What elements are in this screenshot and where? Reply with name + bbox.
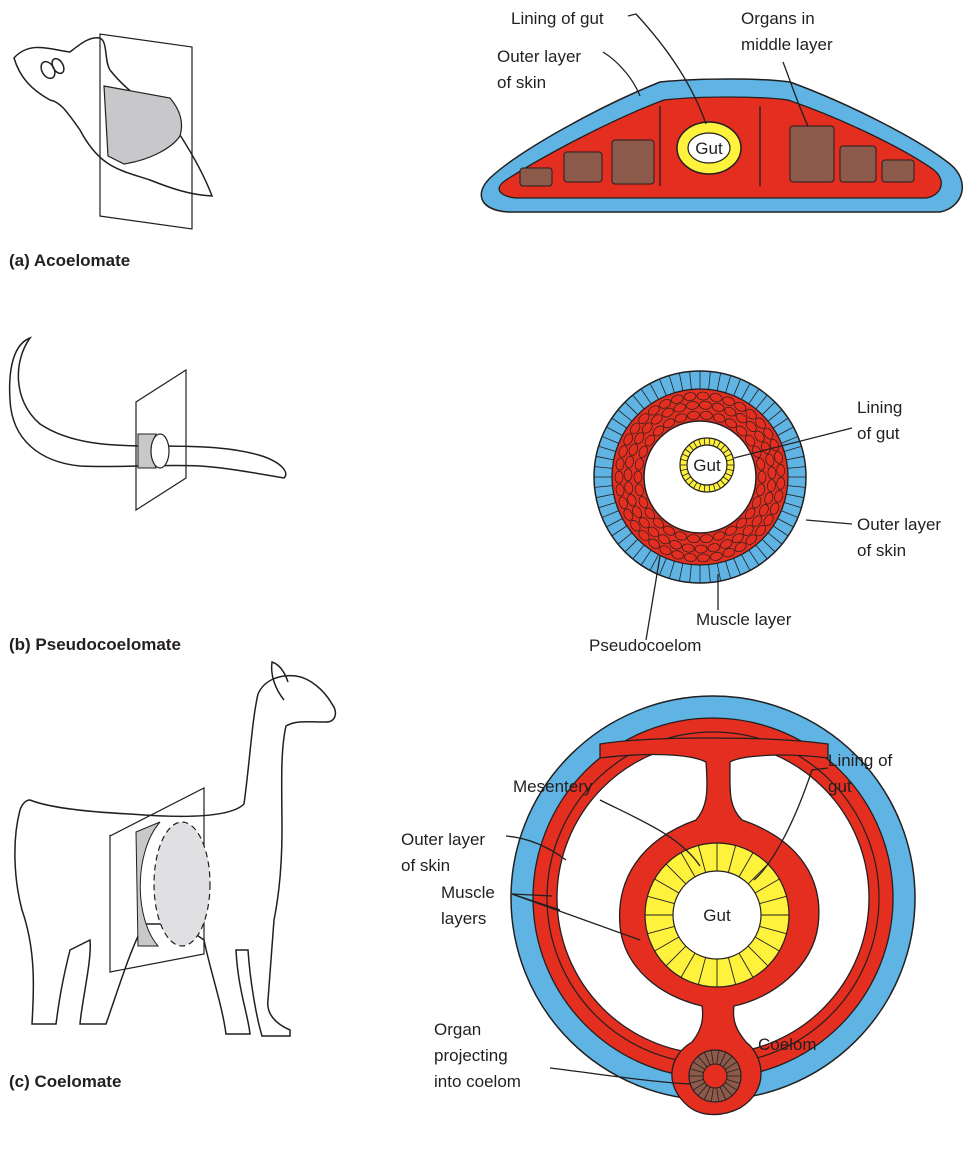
organ-label-line3: into coelom	[434, 1072, 521, 1091]
goat-icon	[15, 662, 335, 1036]
lining-label-c-line1: Lining of	[828, 751, 893, 770]
skin-label-b-line1: Outer layer	[857, 515, 941, 534]
flatworm-cut-shading	[104, 86, 182, 164]
panel-pseudocoelomate: Gut Lining of gut Outer layer of skin Mu…	[9, 338, 941, 655]
skin-label-c-line1: Outer layer	[401, 830, 485, 849]
lining-label-b-line1: Lining	[857, 398, 902, 417]
pseudocoelomate-cross-section: Gut	[594, 371, 806, 583]
mesentery-label: Mesentery	[513, 777, 593, 796]
skin-label-b-line2: of skin	[857, 541, 906, 560]
organ-label-line1: Organ	[434, 1020, 481, 1039]
flatworm-icon	[14, 34, 212, 229]
coelom-label: Coelom	[758, 1035, 817, 1054]
skin-label-line1: Outer layer	[497, 47, 581, 66]
muscle-label-c-line1: Muscle	[441, 883, 495, 902]
organ-label-line2: projecting	[434, 1046, 508, 1065]
acoelomate-cross-section: Gut	[481, 79, 962, 212]
caption-acoelomate: (a) Acoelomate	[9, 251, 130, 270]
gut-label: Gut	[695, 139, 723, 158]
pseudocoelom-label: Pseudocoelom	[589, 636, 701, 655]
organs-label-line1: Organs in	[741, 9, 815, 28]
organs-label-line2: middle layer	[741, 35, 833, 54]
caption-coelomate: (c) Coelomate	[9, 1072, 121, 1091]
gut-label-b: Gut	[693, 456, 721, 475]
skin-label-line2: of skin	[497, 73, 546, 92]
muscle-layer-label: Muscle layer	[696, 610, 792, 629]
caption-pseudocoelomate: (b) Pseudocoelomate	[9, 635, 181, 654]
roundworm-icon	[10, 338, 286, 510]
lining-label-c-line2: gut	[828, 777, 852, 796]
muscle-label-c-line2: layers	[441, 909, 486, 928]
panel-acoelomate: Gut Lining of gut Organs in middle layer…	[9, 9, 962, 270]
gut-label-c: Gut	[703, 906, 731, 925]
lining-label-b-line2: of gut	[857, 424, 900, 443]
lining-of-gut-label: Lining of gut	[511, 9, 604, 28]
skin-label-c-line2: of skin	[401, 856, 450, 875]
panel-coelomate: Gut Mesentery Lining of gut Outer layer …	[9, 662, 915, 1115]
